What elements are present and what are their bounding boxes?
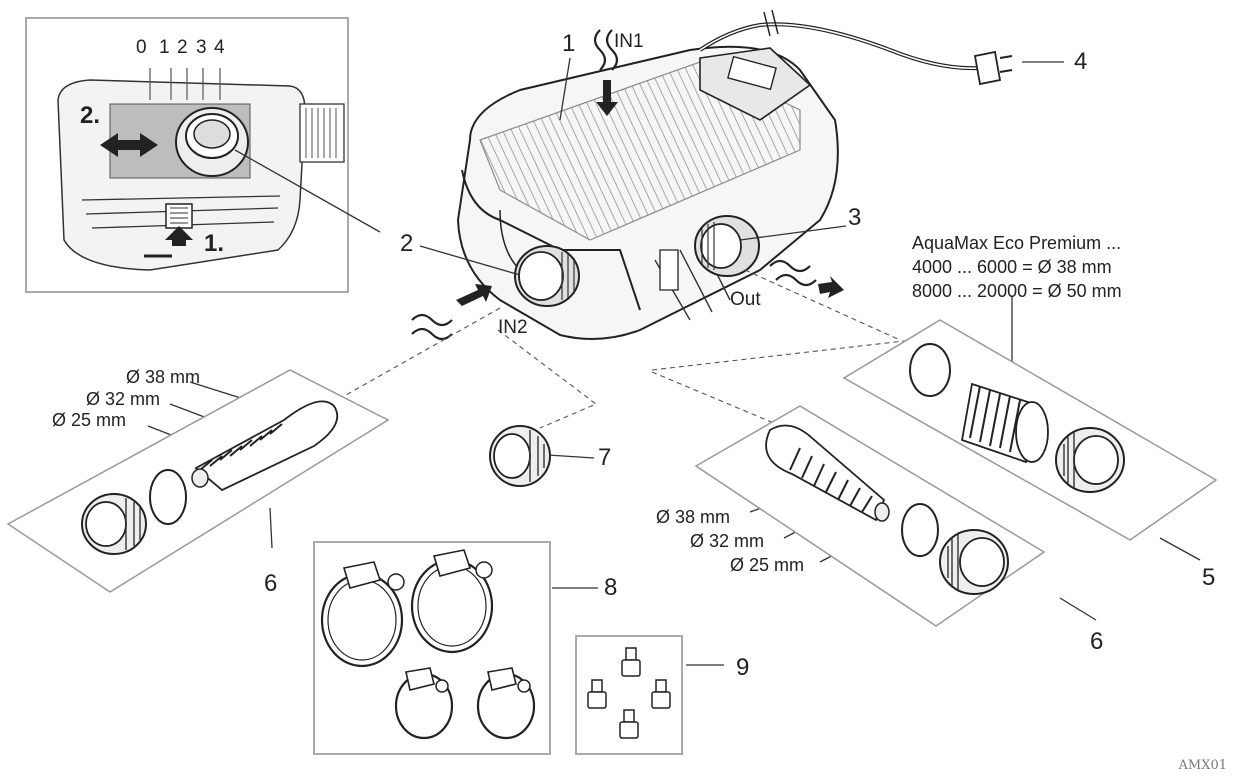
step-1-label: 1. xyxy=(204,230,225,257)
right-dim-38: Ø 38 mm xyxy=(656,507,731,527)
pump-body xyxy=(411,9,1064,341)
right-dim-32: Ø 32 mm xyxy=(690,531,765,551)
in1-label: IN1 xyxy=(614,31,644,52)
dash-lines xyxy=(329,269,931,435)
callout-8: 8 xyxy=(604,574,618,601)
ring-7 xyxy=(489,425,551,487)
plugs-panel xyxy=(575,635,683,755)
right-adapter-set-5 xyxy=(842,319,1218,541)
right-dim-25: Ø 25 mm xyxy=(730,555,805,575)
figure-code: AMX01 xyxy=(1178,758,1228,773)
callout-7: 7 xyxy=(598,444,612,471)
step-2-label: 2. xyxy=(80,102,101,129)
callout-4: 4 xyxy=(1074,48,1088,75)
callout-5: 5 xyxy=(1202,564,1216,591)
spec-line-1: AquaMax Eco Premium ... xyxy=(912,233,1122,253)
left-dim-25: Ø 25 mm xyxy=(52,410,127,430)
scale-label-0: 0 xyxy=(136,37,147,58)
callout-9: 9 xyxy=(736,654,750,681)
spec-line-3: 8000 ... 20000 = Ø 50 mm xyxy=(912,281,1122,301)
left-adapter-set xyxy=(6,369,390,593)
scale-label-4: 4 xyxy=(214,37,225,58)
scale-label-2: 2 xyxy=(177,37,188,58)
inset-panel xyxy=(25,17,381,293)
spec-line-2: 4000 ... 6000 = Ø 38 mm xyxy=(912,257,1112,277)
right-adapter-set-6 xyxy=(694,405,1046,627)
out-label: Out xyxy=(730,289,761,310)
callout-3: 3 xyxy=(848,204,862,231)
left-dim-32: Ø 32 mm xyxy=(86,389,161,409)
callout-2: 2 xyxy=(400,230,414,257)
scale-label-1: 1 xyxy=(159,37,170,58)
clamps-panel xyxy=(313,541,551,755)
callout-1: 1 xyxy=(562,30,576,57)
in2-label: IN2 xyxy=(498,317,528,338)
callout-6-right: 6 xyxy=(1090,628,1104,655)
callout-6-left: 6 xyxy=(264,570,278,597)
left-dim-38: Ø 38 mm xyxy=(126,367,201,387)
scale-label-3: 3 xyxy=(196,37,207,58)
